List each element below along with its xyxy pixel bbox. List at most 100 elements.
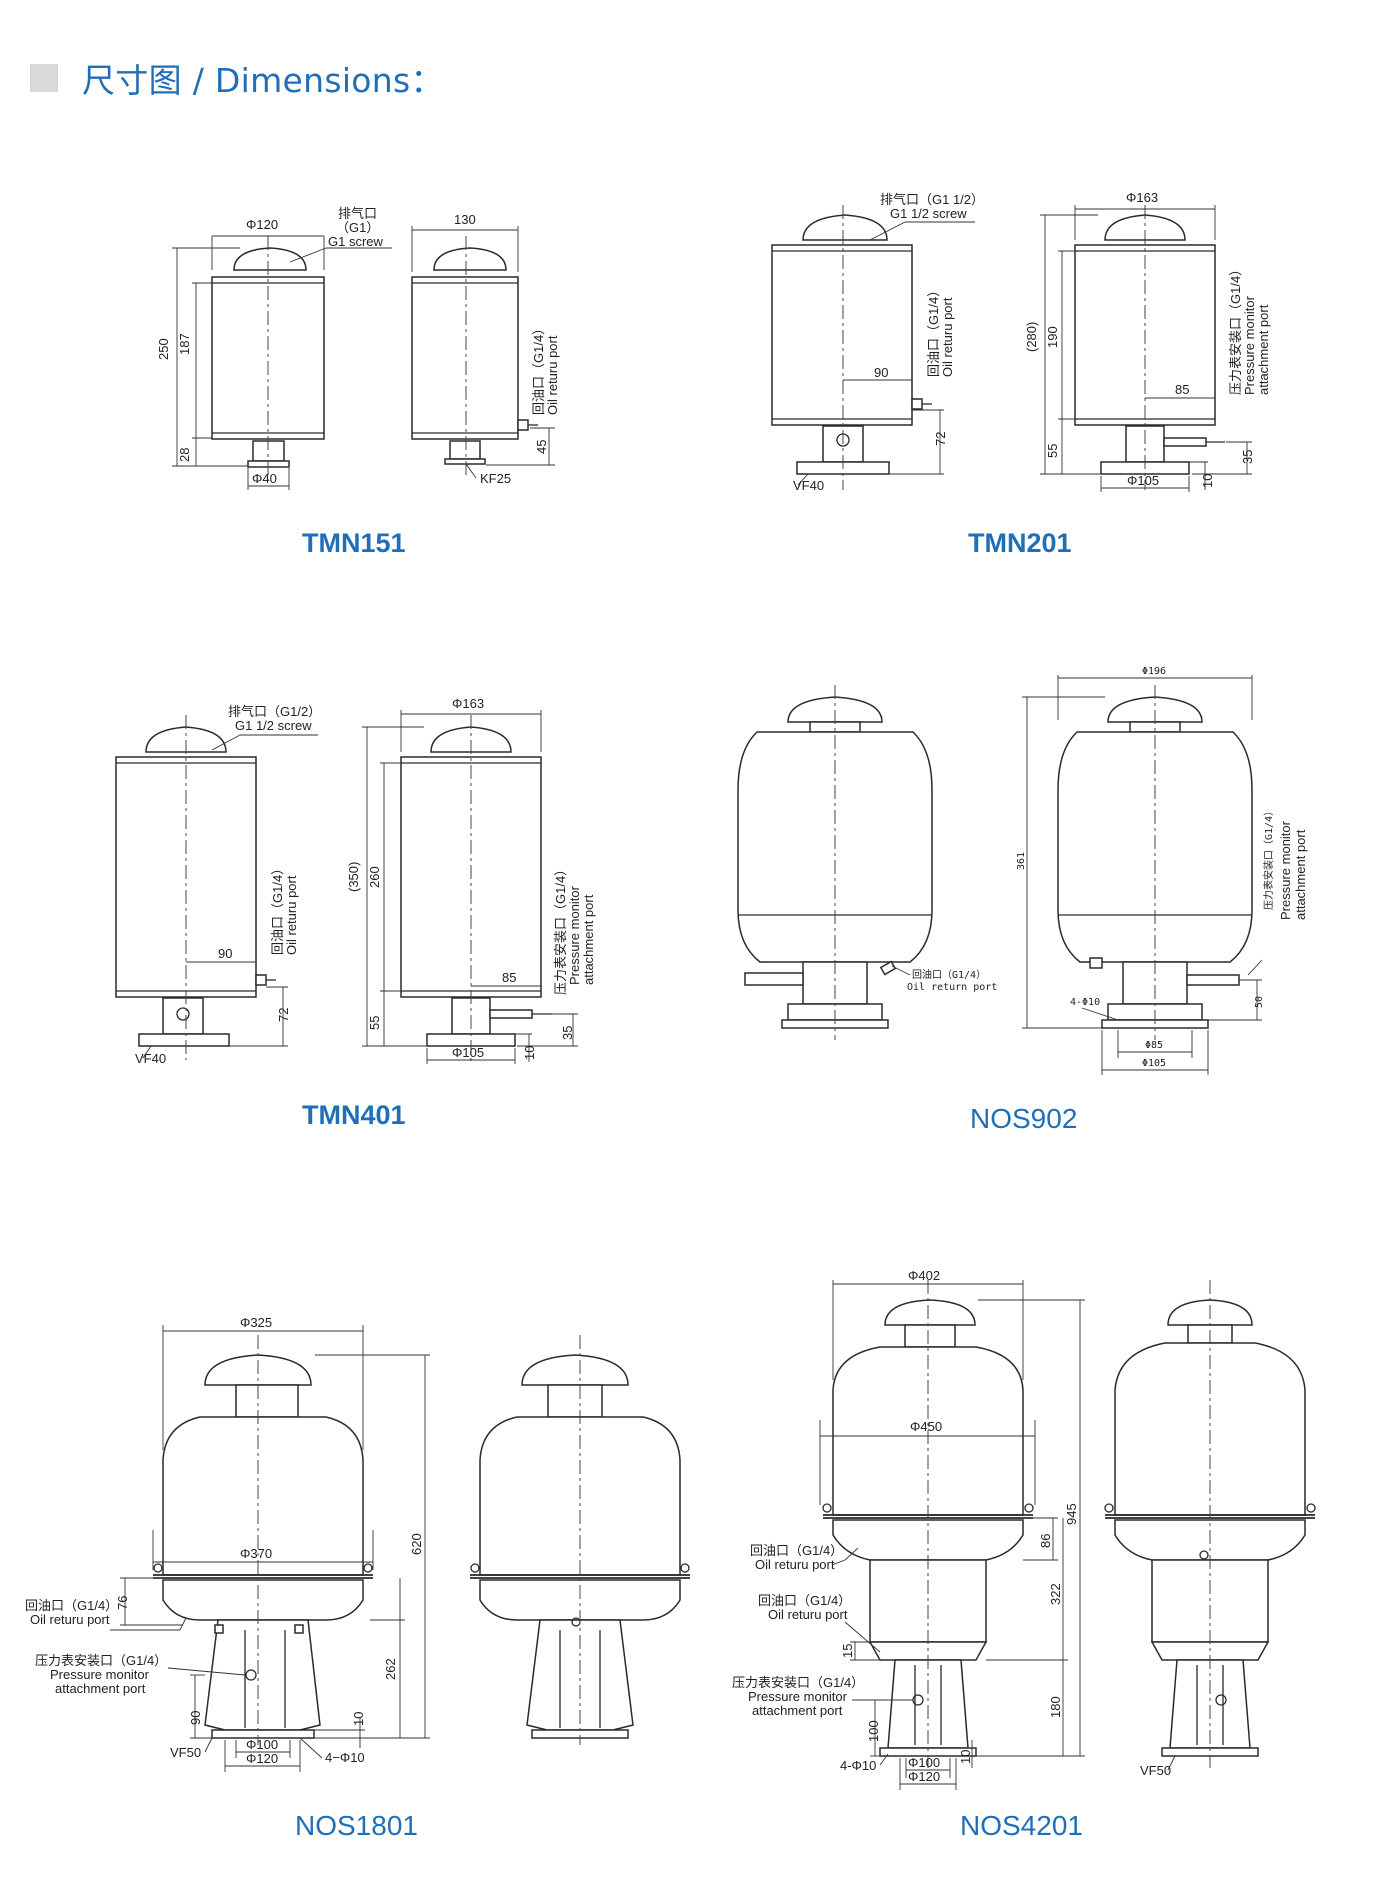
dim-90-nos1801: 90 — [188, 1711, 203, 1725]
dim-45: 45 — [534, 440, 549, 454]
nos1801-front-view: Φ325 Φ370 620 262 76 90 10 Φ100 — [25, 1315, 430, 1772]
label-pressure-en2-nos902: attachment port — [1293, 829, 1308, 920]
drawing-tmn401: 90 72 VF40 排气口（G1/2） G1 1/2 screw 回油口（G1… — [115, 696, 596, 1130]
dim-180-nos4201: 180 — [1048, 1696, 1063, 1718]
dim-250: 250 — [156, 338, 171, 360]
dim-620-nos1801: 620 — [409, 1533, 424, 1555]
label-oil-returu-en-tmn201: Oil returu port — [940, 297, 955, 377]
tmn201-front-view: 90 72 VF40 排气口（G1 1/2） G1 1/2 screw 回油口（… — [771, 192, 984, 493]
label-4phi10-nos1801: 4−Φ10 — [325, 1750, 365, 1765]
label-oil-returu-en-nos4201-b: Oil returu port — [768, 1607, 848, 1622]
dim-phi402-nos4201: Φ402 — [908, 1268, 940, 1283]
dim-phi85-nos902: Φ85 — [1145, 1040, 1163, 1051]
dim-280-tmn201: (280) — [1024, 322, 1039, 352]
dim-phi120-nos4201: Φ120 — [908, 1769, 940, 1784]
model-label-nos4201: NOS4201 — [960, 1810, 1083, 1841]
dim-361-nos902: 361 — [1016, 852, 1027, 870]
tmn401-front-view: 90 72 VF40 排气口（G1/2） G1 1/2 screw 回油口（G1… — [115, 704, 321, 1066]
label-oil-returu-en: Oil returu port — [545, 335, 560, 415]
dim-85-tmn201: 85 — [1175, 382, 1189, 397]
label-oil-return-cn-tmn201: 回油口（G1/4） — [926, 284, 941, 377]
dim-phi100-nos1801: Φ100 — [246, 1737, 278, 1752]
dim-phi120: Φ120 — [246, 217, 278, 232]
dim-phi163-tmn201: Φ163 — [1126, 190, 1158, 205]
label-oil-return-cn-nos902: 回油口（G1/4） — [912, 968, 986, 981]
dim-10-tmn201: 10 — [1200, 474, 1215, 488]
dim-28: 28 — [177, 448, 192, 462]
drawing-tmn151: Φ120 250 187 28 Φ40 排气口 （G1） G1 screw — [156, 206, 560, 558]
dim-phi100-nos4201: Φ100 — [908, 1755, 940, 1770]
drawing-nos4201: Φ402 Φ450 945 86 322 180 15 100 — [732, 1268, 1316, 1841]
nos4201-side-view: VF50 — [1104, 1280, 1316, 1778]
dim-76-nos1801: 76 — [115, 1596, 130, 1610]
label-vent-g1-12: 排气口（G1 1/2） — [880, 192, 984, 207]
dim-35-tmn401: 35 — [560, 1026, 575, 1040]
label-g1-screw: G1 screw — [328, 234, 384, 249]
model-label-nos1801: NOS1801 — [295, 1810, 418, 1841]
dim-85-tmn401: 85 — [502, 970, 516, 985]
dim-phi450-nos4201: Φ450 — [910, 1419, 942, 1434]
dim-10-nos1801: 10 — [351, 1712, 366, 1726]
nos902-front-view: 回油口（G1/4） Oil return port — [737, 685, 997, 1040]
label-pressure-en2-nos1801: attachment port — [55, 1681, 146, 1696]
dim-35-tmn201: 35 — [1240, 450, 1255, 464]
dim-262-nos1801: 262 — [383, 1658, 398, 1680]
label-pressure-cn-tmn201: 压力表安装口（G1/4） — [1228, 263, 1243, 395]
dim-phi120-nos1801: Φ120 — [246, 1751, 278, 1766]
label-kf25: KF25 — [480, 471, 511, 486]
dim-945-nos4201: 945 — [1064, 1503, 1079, 1525]
tmn151-side-view: 130 45 KF25 回油口（G1/4） Oil returu port — [411, 212, 560, 486]
dim-86-nos4201: 86 — [1038, 1534, 1053, 1548]
model-label-nos902: NOS902 — [970, 1103, 1077, 1134]
label-g12-screw-tmn201: G1 1/2 screw — [890, 206, 967, 221]
label-oil-returu-en-nos4201-a: Oil returu port — [755, 1557, 835, 1572]
nos4201-front-view: Φ402 Φ450 945 86 322 180 15 100 — [732, 1268, 1085, 1790]
header-marker-square — [30, 64, 58, 92]
section-header: 尺寸图 / Dimensions： — [30, 58, 444, 100]
label-oil-return-en-nos902: Oil return port — [907, 982, 997, 993]
dim-55-tmn201: 55 — [1045, 444, 1060, 458]
label-pressure-en2-tmn201: attachment port — [1256, 304, 1271, 395]
dim-190-tmn201: 190 — [1045, 326, 1060, 348]
model-label-tmn401: TMN401 — [302, 1100, 406, 1130]
model-label-tmn201: TMN201 — [968, 528, 1072, 558]
dim-phi105-tmn401: Φ105 — [452, 1045, 484, 1060]
label-oil-return-cn-nos4201-a: 回油口（G1/4） — [750, 1543, 843, 1558]
label-4phi10-nos4201: 4-Φ10 — [840, 1758, 876, 1773]
dim-260-tmn401: 260 — [367, 866, 382, 888]
label-vf40-tmn401: VF40 — [135, 1051, 166, 1066]
dim-phi325-nos1801: Φ325 — [240, 1315, 272, 1330]
dim-322-nos4201: 322 — [1048, 1583, 1063, 1605]
model-label-tmn151: TMN151 — [302, 528, 406, 558]
tmn151-front-view: Φ120 250 187 28 Φ40 排气口 （G1） G1 screw — [156, 206, 392, 490]
label-pressure-en1-tmn201: Pressure monitor — [1242, 295, 1257, 395]
dim-phi370-nos1801: Φ370 — [240, 1546, 272, 1561]
label-vf40-tmn201: VF40 — [793, 478, 824, 493]
dim-15-nos4201: 15 — [840, 1644, 855, 1658]
dim-130: 130 — [454, 212, 476, 227]
label-pressure-en2-tmn401: attachment port — [581, 894, 596, 985]
label-pressure-cn-nos1801: 压力表安装口（G1/4） — [35, 1653, 167, 1668]
dim-4phi10-nos902: 4-Φ10 — [1070, 997, 1100, 1008]
label-oil-return-cn-nos4201-b: 回油口（G1/4） — [758, 1593, 851, 1608]
label-pressure-cn-tmn401: 压力表安装口（G1/4） — [553, 863, 568, 995]
dim-100-nos4201: 100 — [866, 1720, 881, 1742]
label-oil-returu-en-tmn401: Oil returu port — [284, 875, 299, 955]
nos1801-side-view — [470, 1335, 690, 1745]
dim-50-nos902: 50 — [1254, 996, 1265, 1008]
label-oil-return-cn: 回油口（G1/4） — [531, 322, 546, 415]
dim-phi196-nos902: Φ196 — [1142, 666, 1166, 677]
label-pressure-en1-nos902: Pressure monitor — [1278, 820, 1293, 920]
label-vent-g1: （G1） — [336, 220, 379, 235]
dim-72-tmn201: 72 — [933, 432, 948, 446]
dim-10-nos4201: 10 — [958, 1750, 973, 1764]
label-g12-screw-tmn401: G1 1/2 screw — [235, 718, 312, 733]
dim-350-tmn401: (350) — [346, 862, 361, 892]
label-pressure-en1-tmn401: Pressure monitor — [567, 885, 582, 985]
drawing-nos902: 回油口（G1/4） Oil return port Φ196 361 50 — [737, 666, 1308, 1134]
dim-55-tmn401: 55 — [367, 1016, 382, 1030]
tmn401-side-view: Φ163 (350) 260 55 85 35 Φ105 10 压力表安装口（G… — [346, 696, 596, 1064]
dim-10-tmn401: 10 — [522, 1046, 537, 1060]
label-pressure-en1-nos1801: Pressure monitor — [50, 1667, 150, 1682]
